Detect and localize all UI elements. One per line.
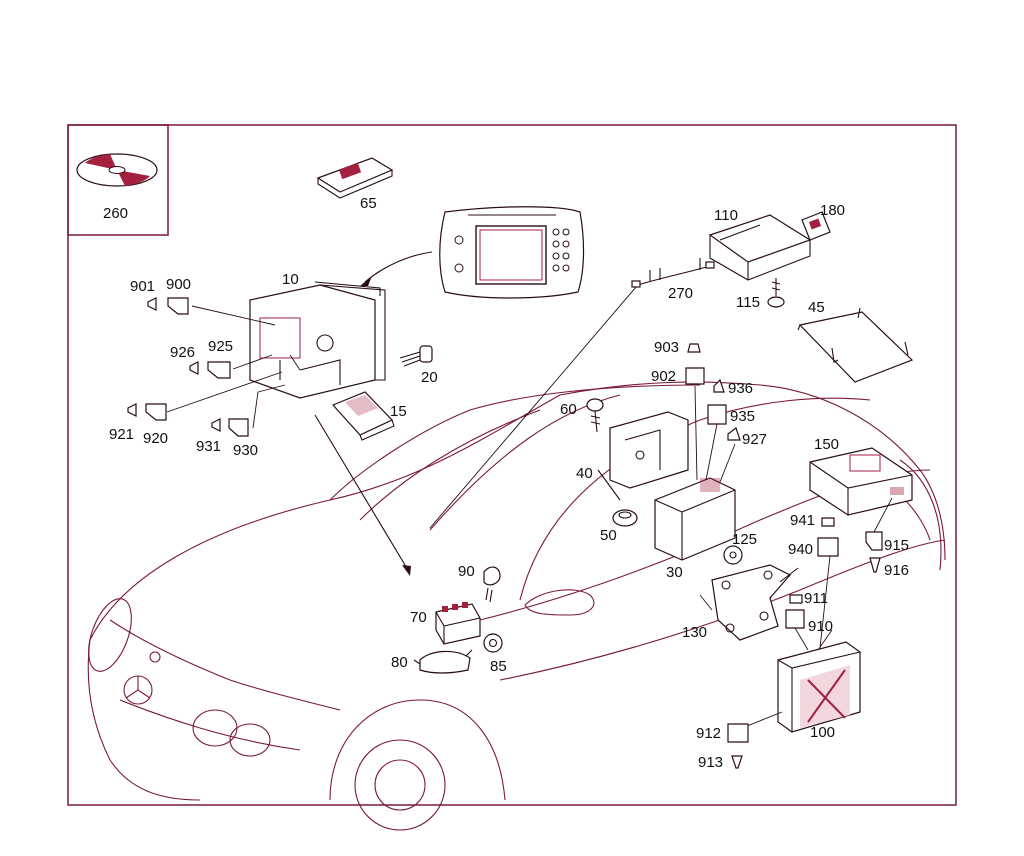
label-20: 20	[421, 369, 438, 386]
label-70: 70	[410, 609, 427, 626]
car-outline	[87, 381, 946, 831]
label-900: 900	[166, 276, 191, 293]
connectors-center	[685, 343, 741, 441]
label-30: 30	[666, 564, 683, 581]
part-85-grommet	[483, 633, 503, 653]
part-10-radio	[249, 281, 386, 399]
label-925: 925	[208, 338, 233, 355]
label-901: 901	[130, 278, 155, 295]
label-100: 100	[810, 724, 835, 741]
label-921: 921	[109, 426, 134, 443]
part-70-relay	[435, 602, 481, 645]
label-936: 936	[728, 380, 753, 397]
label-45: 45	[808, 299, 825, 316]
part-50-grommet	[612, 509, 638, 527]
label-911: 911	[804, 590, 828, 607]
part-150-unit	[809, 447, 913, 573]
label-902: 902	[651, 368, 676, 385]
label-15: 15	[390, 403, 407, 420]
part-20-screw	[399, 345, 433, 367]
label-60: 60	[560, 401, 577, 418]
label-927: 927	[742, 431, 767, 448]
part-110-module	[708, 214, 812, 281]
label-912: 912	[696, 725, 721, 742]
leader-lines-radio	[166, 305, 411, 576]
label-180: 180	[820, 202, 845, 219]
label-926: 926	[170, 344, 195, 361]
label-80: 80	[391, 654, 408, 671]
label-125: 125	[732, 531, 757, 548]
arrowhead	[360, 276, 372, 286]
part-45-bracket	[797, 307, 914, 383]
part-headunit-display	[439, 206, 585, 299]
label-920: 920	[143, 430, 168, 447]
label-916: 916	[884, 562, 909, 579]
part-15-module	[331, 391, 395, 441]
part-100-amplifier	[741, 629, 861, 733]
label-941: 941	[790, 512, 815, 529]
label-85: 85	[490, 658, 507, 675]
part-115-screw	[767, 278, 785, 308]
label-10: 10	[282, 271, 299, 288]
part-80-bracket	[413, 649, 473, 674]
label-260: 260	[103, 205, 128, 222]
label-931: 931	[196, 438, 221, 455]
part-60-screw	[586, 398, 604, 433]
label-270: 270	[668, 285, 693, 302]
connectors-left	[127, 297, 249, 437]
label-130: 130	[682, 624, 707, 641]
label-40: 40	[576, 465, 593, 482]
label-90: 90	[458, 563, 475, 580]
part-90-clip	[483, 566, 501, 603]
label-110: 110	[714, 207, 738, 224]
part-40-bracket	[597, 411, 689, 501]
part-130-bracket	[699, 564, 799, 641]
label-910: 910	[808, 618, 833, 635]
label-940: 940	[788, 541, 813, 558]
label-903: 903	[654, 339, 679, 356]
label-913: 913	[698, 754, 723, 771]
part-180-plate	[801, 211, 831, 241]
part-260-cd	[76, 153, 158, 187]
part-270-cable	[429, 258, 715, 529]
label-65: 65	[360, 195, 377, 212]
label-115: 115	[736, 294, 760, 311]
arrow-display-to-10	[364, 251, 433, 283]
part-65-key	[316, 157, 394, 199]
label-50: 50	[600, 527, 617, 544]
label-935: 935	[730, 408, 755, 425]
label-915: 915	[884, 537, 909, 554]
cd-inset-box	[67, 124, 169, 236]
connectors-right	[785, 517, 839, 651]
part-125-nut	[723, 545, 743, 565]
label-930: 930	[233, 442, 258, 459]
label-150: 150	[814, 436, 839, 453]
diagram-frame	[67, 124, 957, 806]
part-30-module	[654, 385, 736, 561]
connectors-bottom	[727, 723, 749, 769]
callout-labels: 260 65 10 110 180 270 115 45 901 900 926…	[103, 195, 909, 771]
